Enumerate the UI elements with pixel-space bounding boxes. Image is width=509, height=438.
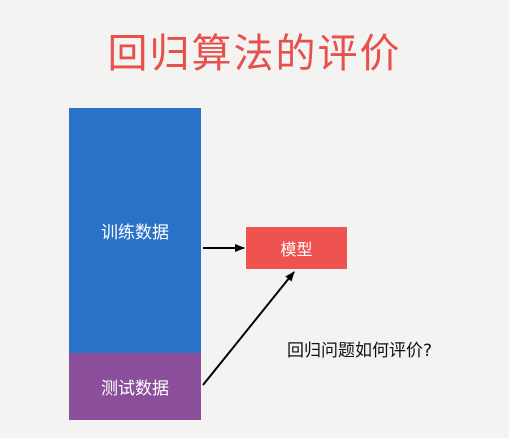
test-to-model-arrow [202, 271, 295, 386]
training-data-block: 训练数据 [69, 108, 201, 353]
model-block: 模型 [246, 227, 347, 269]
test-data-label: 测试数据 [101, 379, 169, 399]
question-text: 回归问题如何评价? [287, 341, 433, 361]
slide-title: 回归算法的评价 [107, 31, 402, 77]
test-data-block: 测试数据 [69, 353, 201, 420]
training-data-label: 训练数据 [101, 223, 169, 243]
model-label: 模型 [280, 240, 313, 259]
